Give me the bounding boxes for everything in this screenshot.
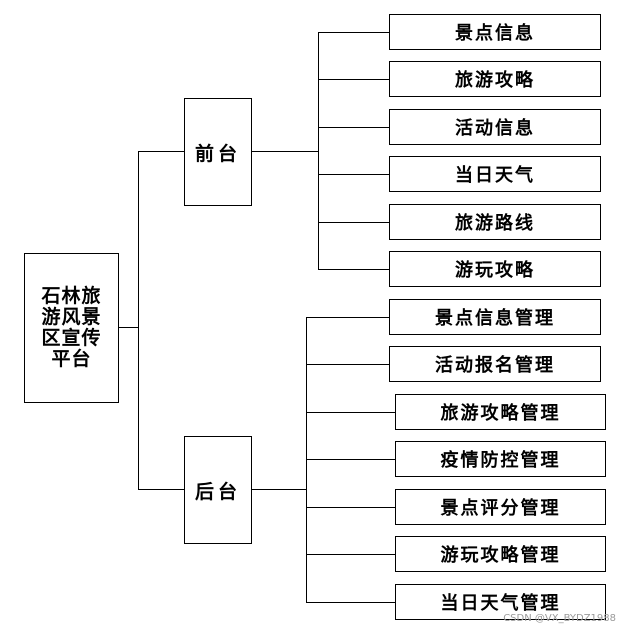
connector-backend-leaf-2 [306, 364, 389, 365]
connector-backend-leaf-5 [306, 507, 395, 508]
frontend-node: 前台 [184, 98, 252, 206]
frontend-node-label: 前台 [194, 142, 241, 165]
backend-leaf-2: 活动报名管理 [389, 346, 601, 382]
connector-to-backend [138, 489, 184, 490]
frontend-leaf-6-label: 游玩攻略 [455, 260, 535, 281]
connector-frontend-trunk [318, 32, 319, 269]
connector-root-trunk [138, 151, 139, 489]
connector-backend-leaf-6 [306, 554, 395, 555]
connector-backend-leaf-4 [306, 459, 395, 460]
backend-leaf-1: 景点信息管理 [389, 299, 601, 335]
backend-leaf-6: 游玩攻略管理 [395, 536, 606, 572]
frontend-leaf-5: 旅游路线 [389, 204, 601, 240]
backend-node-label: 后台 [194, 480, 241, 503]
connector-frontend-leaf-1 [318, 32, 389, 33]
connector-backend-stub [252, 489, 306, 490]
backend-leaf-1-label: 景点信息管理 [435, 308, 555, 329]
connector-frontend-leaf-4 [318, 174, 389, 175]
backend-leaf-3-label: 旅游攻略管理 [440, 403, 561, 424]
backend-leaf-3: 旅游攻略管理 [395, 394, 606, 430]
backend-leaf-5: 景点评分管理 [395, 489, 606, 525]
frontend-leaf-2-label: 旅游攻略 [455, 70, 535, 91]
connector-frontend-leaf-2 [318, 79, 389, 80]
connector-backend-leaf-1 [306, 317, 389, 318]
frontend-leaf-1-label: 景点信息 [455, 23, 535, 44]
frontend-leaf-2: 旅游攻略 [389, 61, 601, 97]
backend-leaf-4-label: 疫情防控管理 [440, 450, 561, 471]
connector-backend-leaf-3 [306, 412, 395, 413]
frontend-leaf-6: 游玩攻略 [389, 251, 601, 287]
root-node-label: 石林旅游风景区宣传平台 [41, 285, 102, 370]
backend-leaf-2-label: 活动报名管理 [435, 355, 555, 376]
connector-to-frontend [138, 151, 184, 152]
backend-leaf-7-label: 当日天气管理 [440, 593, 561, 614]
frontend-leaf-1: 景点信息 [389, 14, 601, 50]
backend-leaf-5-label: 景点评分管理 [440, 498, 561, 519]
frontend-leaf-3: 活动信息 [389, 109, 601, 145]
backend-leaf-7: 当日天气管理 [395, 584, 606, 620]
backend-node: 后台 [184, 436, 252, 544]
connector-frontend-leaf-3 [318, 127, 389, 128]
frontend-leaf-4: 当日天气 [389, 156, 601, 192]
backend-leaf-4: 疫情防控管理 [395, 441, 606, 477]
connector-root-stub [119, 327, 138, 328]
frontend-leaf-4-label: 当日天气 [455, 165, 535, 186]
watermark: CSDN @VX_BYDZ1988 [503, 613, 616, 624]
root-node: 石林旅游风景区宣传平台 [24, 253, 119, 403]
backend-leaf-6-label: 游玩攻略管理 [440, 545, 561, 566]
frontend-leaf-3-label: 活动信息 [455, 118, 535, 139]
frontend-leaf-5-label: 旅游路线 [455, 213, 535, 234]
connector-frontend-leaf-5 [318, 222, 389, 223]
connector-backend-leaf-7 [306, 602, 395, 603]
connector-frontend-stub [252, 151, 318, 152]
connector-frontend-leaf-6 [318, 269, 389, 270]
